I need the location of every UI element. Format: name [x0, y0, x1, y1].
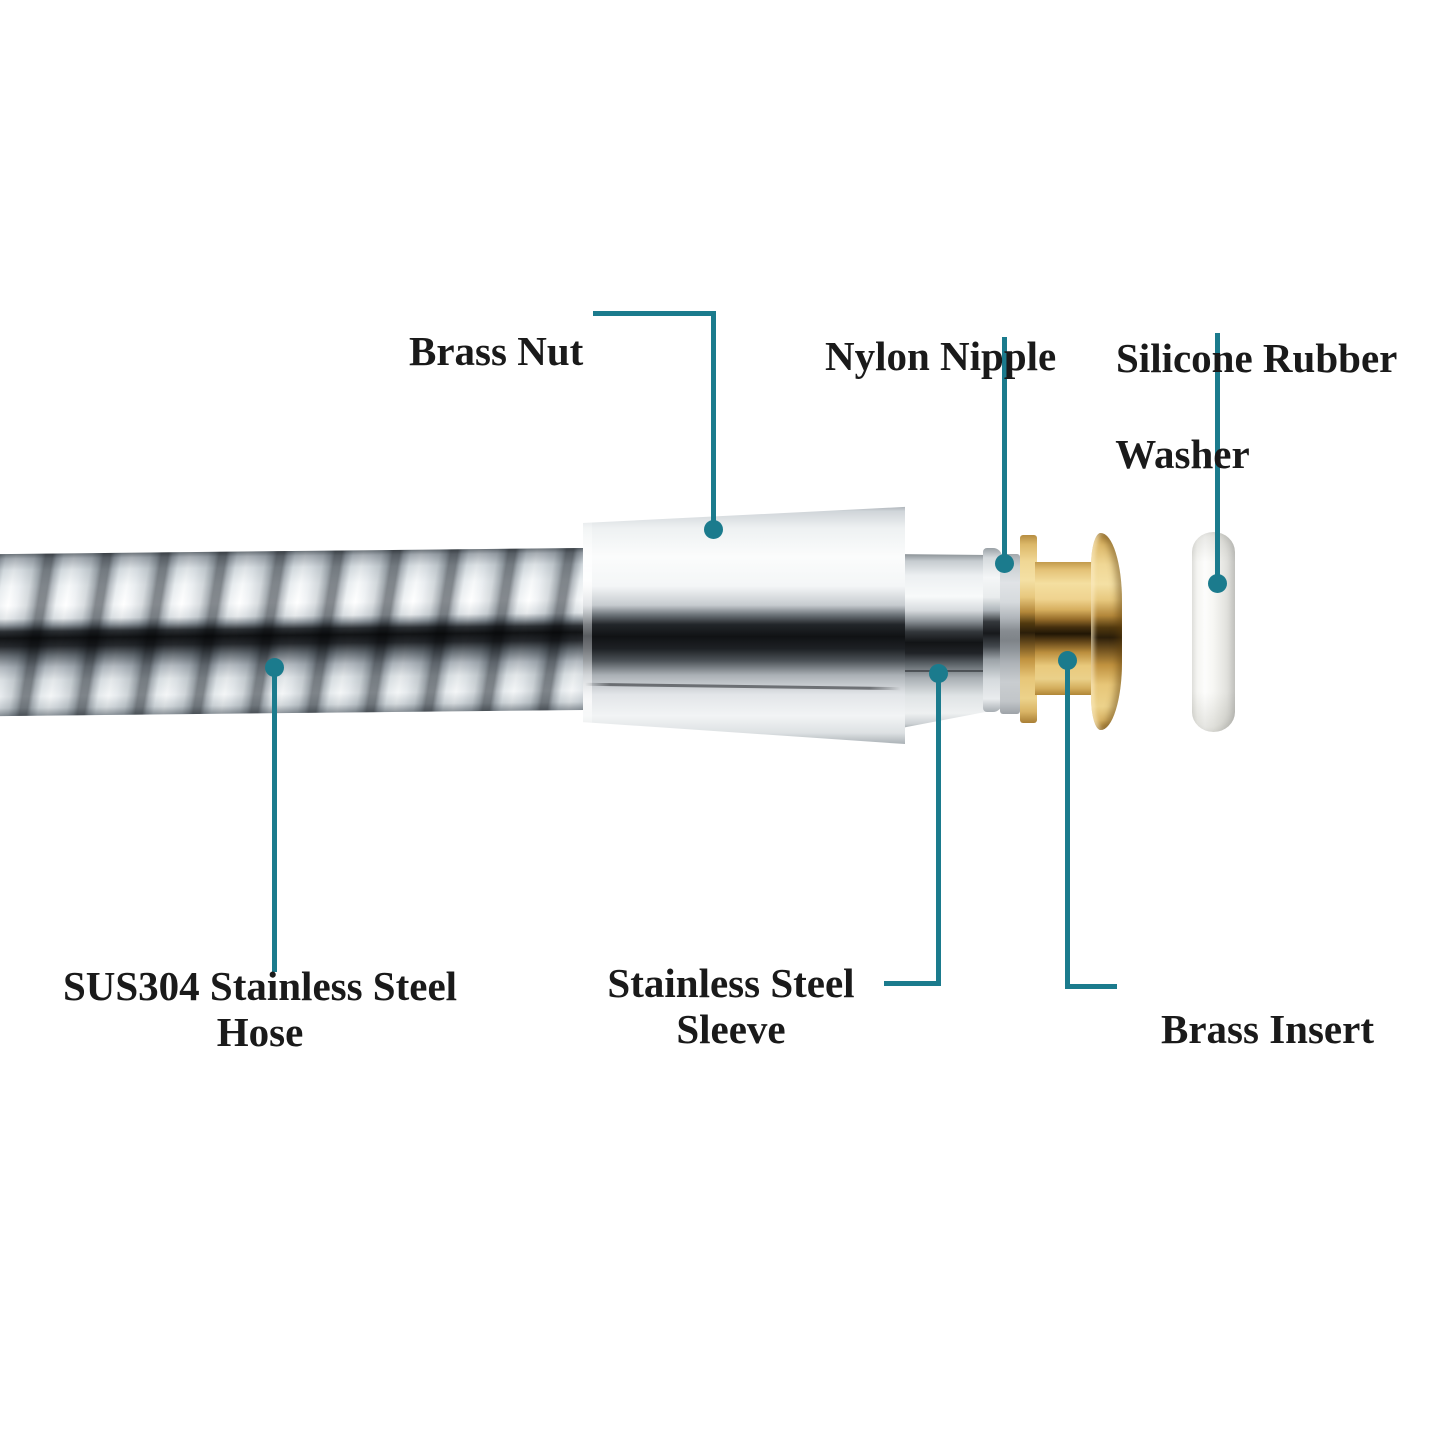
callout-dot-sleeve	[929, 664, 948, 683]
callout-dot-brass-nut	[704, 520, 723, 539]
label-stainless-sleeve: Stainless Steel Sleeve	[571, 960, 891, 1052]
label-silicone-washer-line2: Washer	[1115, 431, 1250, 477]
leader-line-brass-insert-h	[1065, 984, 1117, 989]
label-silicone-rubber-washer: Silicone Rubber Washer	[1075, 286, 1397, 526]
label-brass-nut: Brass Nut	[368, 279, 583, 423]
callout-dot-silicone-washer	[1208, 574, 1227, 593]
label-brass-insert-text: Brass Insert	[1161, 1006, 1374, 1052]
leader-line-brass-nut-v	[711, 311, 716, 532]
sleeve-end-flange-graphic	[983, 548, 1002, 712]
nylon-nipple-graphic	[1000, 554, 1020, 714]
leader-line-hose	[272, 665, 277, 972]
brass-insert-body-graphic	[1035, 562, 1093, 695]
label-sus304-hose-line2: Hose	[216, 1009, 304, 1055]
leader-line-brass-nut-h	[593, 311, 716, 316]
nut-left-edge-highlight	[583, 513, 592, 736]
stainless-steel-hose-graphic	[0, 547, 597, 717]
label-silicone-washer-line1: Silicone Rubber	[1116, 335, 1398, 381]
brass-nut-graphic	[583, 506, 905, 745]
label-nylon-nipple-text: Nylon Nipple	[825, 333, 1057, 379]
leader-line-sleeve-h	[884, 981, 941, 986]
label-stainless-sleeve-line2: Sleeve	[676, 1006, 786, 1052]
leader-line-nylon-nipple	[1002, 337, 1007, 565]
label-nylon-nipple: Nylon Nipple	[784, 284, 1056, 428]
leader-line-sleeve-v	[936, 671, 941, 986]
brass-insert-left-flange-graphic	[1020, 535, 1037, 723]
label-sus304-hose: SUS304 Stainless Steel Hose	[40, 963, 480, 1055]
brass-insert-right-flange-graphic	[1091, 533, 1122, 730]
nut-seam-line	[584, 682, 902, 691]
label-brass-nut-text: Brass Nut	[409, 328, 584, 374]
callout-dot-brass-insert	[1058, 651, 1077, 670]
label-stainless-sleeve-line1: Stainless Steel	[607, 960, 855, 1006]
silicone-rubber-washer-graphic	[1192, 532, 1235, 732]
callout-dot-nylon-nipple	[995, 554, 1014, 573]
callout-dot-hose	[265, 658, 284, 677]
label-sus304-hose-line1: SUS304 Stainless Steel	[62, 963, 458, 1009]
label-brass-insert: Brass Insert	[1120, 960, 1374, 1098]
leader-line-silicone-washer	[1215, 333, 1220, 585]
leader-line-brass-insert-v	[1065, 658, 1070, 989]
